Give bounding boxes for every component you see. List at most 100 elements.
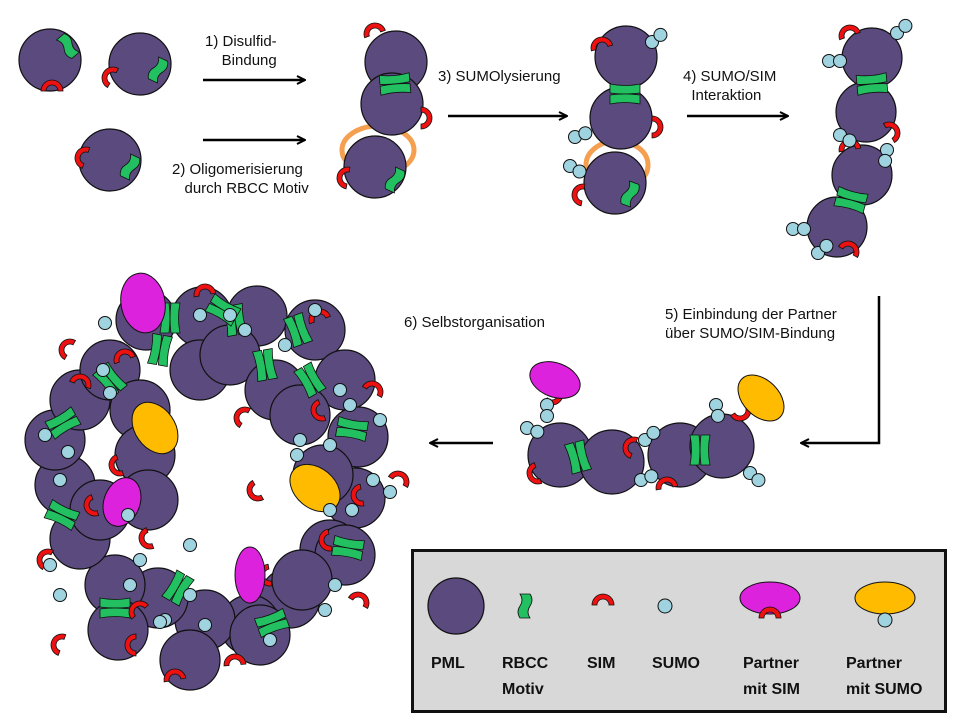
partner-with-sumo (737, 374, 785, 422)
sim-shape (83, 494, 100, 517)
sim-motif (108, 454, 125, 477)
step1-label: 1) Disulfid- Bindung (205, 33, 277, 69)
legend-label-sim: SIM (587, 655, 616, 672)
arrow-step5 (801, 296, 881, 443)
sim-motif (83, 494, 100, 517)
sim-shape (590, 36, 614, 52)
rbcc-dimer (99, 597, 131, 619)
rbcc-shape (169, 302, 181, 334)
sim-shape (363, 22, 386, 39)
sumo (540, 409, 554, 423)
step5-label: 5) Einbindung der Partner über SUMO/SIM-… (665, 306, 837, 342)
sim-motif (571, 183, 586, 207)
sim-shape (882, 121, 901, 144)
rbcc-dimer (335, 415, 369, 443)
rbcc-shape (55, 33, 81, 59)
rbcc-shape (517, 593, 533, 619)
rbcc-shape (251, 349, 268, 382)
sim-shape (336, 166, 351, 190)
sim-shape (387, 470, 410, 489)
rbcc-shape (146, 333, 163, 366)
sumo (383, 485, 397, 499)
sumo (183, 588, 197, 602)
sumo (293, 433, 307, 447)
sim-shape (40, 79, 64, 92)
partner-with-sumo (289, 463, 341, 513)
rbcc-dimer (689, 434, 711, 466)
sumo (333, 383, 347, 397)
step4-label: 4) SUMO/SIM Interaktion (683, 68, 777, 104)
sumo (653, 27, 668, 42)
sumo (878, 153, 893, 168)
sim-motif (113, 348, 136, 365)
partner-with-sim (120, 272, 166, 334)
sumo (646, 425, 661, 440)
sim-shape (758, 606, 782, 619)
legend-box (411, 549, 947, 713)
sim-shape (350, 483, 365, 507)
rbcc-dimer (609, 83, 641, 105)
sumo (751, 473, 766, 488)
rbcc-dimer (43, 498, 81, 532)
rbcc-shape (384, 166, 406, 194)
rbcc-shape (49, 415, 82, 440)
rbcc-dimer (378, 72, 412, 96)
sumo (193, 308, 207, 322)
sumo (133, 553, 147, 567)
sumo (96, 363, 110, 377)
sumo (644, 469, 659, 484)
sumo (278, 338, 292, 352)
pml-protein (159, 629, 221, 691)
sumo (572, 164, 587, 179)
rbcc-shape (836, 185, 869, 204)
sumo (898, 18, 913, 33)
sumo (43, 558, 57, 572)
sim-motif (69, 373, 92, 390)
sim-motif (58, 338, 77, 361)
sim-shape (571, 183, 586, 207)
sumo (343, 398, 357, 412)
sumo (290, 448, 304, 462)
sim-shape (318, 528, 333, 552)
sim-shape (124, 633, 137, 657)
sumo (345, 503, 359, 517)
sim-motif (101, 66, 120, 89)
legend-label-sumo: SUMO (652, 655, 700, 672)
sumo (223, 308, 237, 322)
sumo (328, 578, 342, 592)
rbcc-shape (833, 196, 866, 215)
rbcc-motif (517, 593, 533, 619)
sim-shape (310, 399, 327, 422)
sumo (198, 618, 212, 632)
sim-motif (758, 606, 782, 619)
sumo (53, 473, 67, 487)
sumo (238, 323, 252, 337)
sim-shape (58, 338, 77, 361)
sim-motif (622, 436, 639, 459)
sim-motif (138, 527, 155, 550)
rbcc-shape (44, 406, 77, 431)
rbcc-motif (119, 153, 141, 181)
rbcc-shape (699, 434, 711, 466)
sim-motif (591, 593, 615, 606)
sumo (318, 603, 332, 617)
sim-shape (655, 476, 679, 491)
sim-motif (350, 483, 365, 507)
sumo (38, 428, 52, 442)
rbcc-dimer (146, 333, 174, 367)
rbcc-dimer (251, 348, 279, 382)
sim-shape (223, 653, 247, 667)
rbcc-shape (48, 498, 81, 521)
rbcc-dimer (44, 406, 82, 440)
sim-shape (420, 106, 433, 130)
sumo (373, 413, 387, 427)
sumo (819, 238, 834, 253)
rbcc-shape (282, 315, 303, 349)
sim-shape (36, 548, 55, 571)
sim-motif (363, 22, 386, 39)
sumo (61, 445, 75, 459)
partner-with-sumo (131, 401, 179, 455)
sim-shape (246, 479, 265, 502)
